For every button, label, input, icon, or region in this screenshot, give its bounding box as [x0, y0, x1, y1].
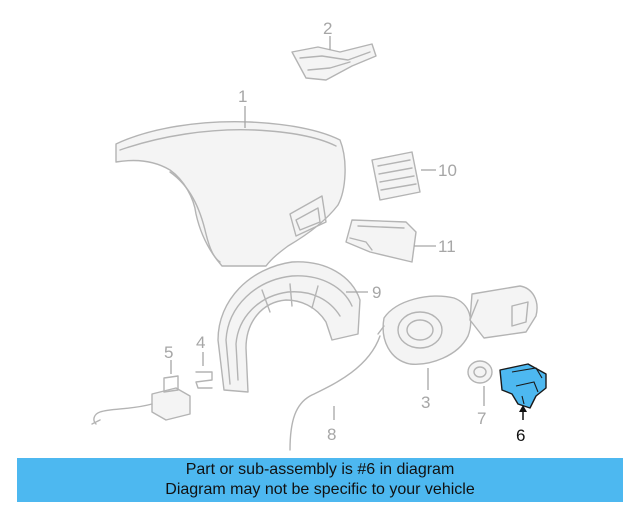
callout-5: 5: [164, 343, 173, 362]
callout-10: 10: [438, 161, 457, 180]
part-4-clip: [195, 371, 213, 389]
banner-line-2: Diagram may not be specific to your vehi…: [165, 481, 475, 498]
callout-9: 9: [372, 283, 381, 302]
part-9-liner: [217, 261, 361, 393]
part-1-quarter-panel: [115, 121, 346, 267]
part-7-grommet: [467, 360, 493, 384]
parts-diagram: 2 1 10 11 9: [91, 19, 547, 451]
part-11-bracket: [345, 219, 417, 263]
part-3-fuel-housing: [382, 285, 538, 365]
leader-6-arrowhead: [519, 405, 527, 412]
callout-6: 6: [516, 426, 525, 445]
callout-3: 3: [421, 393, 430, 412]
part-6-actuator: [499, 363, 547, 409]
callout-1: 1: [238, 87, 247, 106]
callout-7: 7: [477, 409, 486, 428]
part-5-sensor: [91, 375, 191, 425]
callout-4: 4: [196, 333, 205, 352]
part-10-vent: [371, 151, 421, 201]
banner-line-1: Part or sub-assembly is #6 in diagram: [185, 461, 455, 478]
info-banner: Part or sub-assembly is #6 in diagram Di…: [17, 458, 623, 502]
part-2-trim: [291, 43, 377, 81]
callout-8: 8: [327, 425, 336, 444]
callout-2: 2: [323, 19, 332, 38]
part-8-cable: [289, 325, 385, 451]
callout-11: 11: [438, 237, 456, 256]
